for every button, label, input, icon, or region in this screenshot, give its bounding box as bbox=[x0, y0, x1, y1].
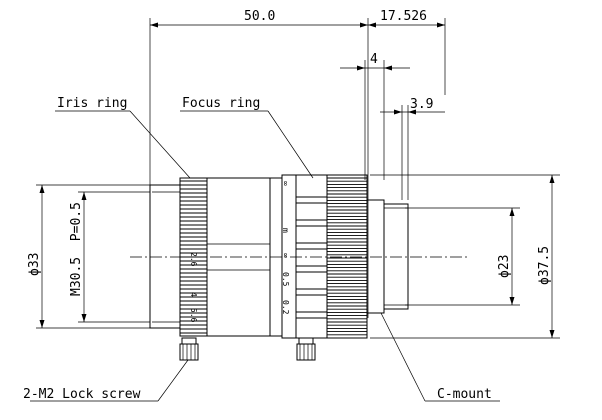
iris-mark-2: 4 bbox=[189, 292, 198, 297]
iris-mark-1: 2.6 bbox=[189, 252, 198, 267]
leader-lines bbox=[30, 110, 500, 402]
focus-mark-4: 0.5 bbox=[281, 272, 290, 287]
dimension-lines bbox=[36, 18, 560, 339]
callout-focus-ring: Focus ring bbox=[182, 96, 260, 111]
focus-mark-3: ∞ bbox=[281, 253, 290, 258]
focus-mark-5: 0.2 bbox=[281, 300, 290, 315]
callout-iris-ring: Iris ring bbox=[57, 96, 127, 111]
iris-mark-3: 5.6 bbox=[189, 308, 198, 323]
lock-screw-1 bbox=[179, 337, 199, 361]
lens-body bbox=[149, 174, 409, 361]
lock-screw-2 bbox=[296, 337, 316, 361]
dim-front-diameter: ϕ33 bbox=[27, 253, 42, 276]
callout-lock-screw: 2-M2 Lock screw bbox=[23, 387, 141, 402]
focus-mark-1: ∞ bbox=[281, 181, 290, 186]
dim-4: 4 bbox=[370, 52, 378, 67]
dim-thread: M30.5 P=0.5 bbox=[69, 202, 84, 296]
focus-scale: ∞ m ∞ 0.5 0.2 bbox=[281, 181, 290, 315]
dim-max-diameter: ϕ37.5 bbox=[537, 246, 552, 285]
dim-overall-length: 50.0 bbox=[244, 9, 275, 24]
dim-back-length: 17.526 bbox=[380, 9, 427, 24]
dim-3-9: 3.9 bbox=[410, 97, 433, 112]
dim-rear-diameter: ϕ23 bbox=[497, 255, 512, 278]
focus-ring-segments bbox=[295, 175, 327, 338]
iris-ring-knurl bbox=[180, 180, 207, 334]
rear-knurl bbox=[327, 177, 367, 336]
focus-mark-2: m bbox=[281, 228, 290, 233]
iris-scale: 2.6 4 5.6 bbox=[189, 252, 198, 323]
callout-c-mount: C-mount bbox=[437, 387, 492, 402]
